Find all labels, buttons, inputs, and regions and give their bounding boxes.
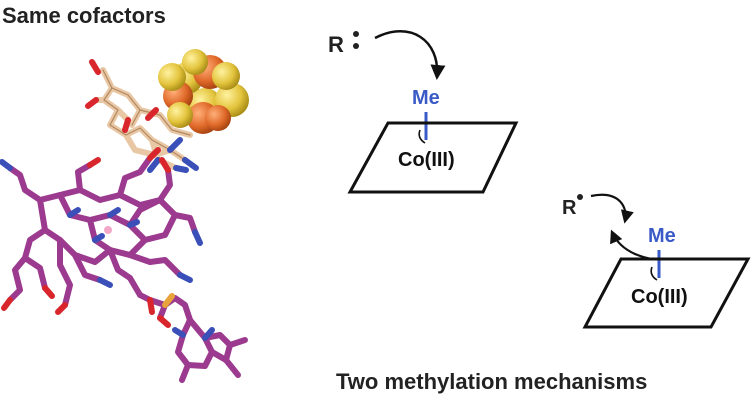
- cofactors-title: Same cofactors: [2, 3, 166, 28]
- radical-dot: [353, 31, 359, 37]
- corrin-plane: [347, 121, 519, 194]
- mechanism-one: R Me Co(III): [328, 30, 519, 194]
- mechanism-two-metal-label: Co(III): [631, 286, 688, 308]
- mechanism-one-radical-label: R: [328, 32, 344, 57]
- radical-dot: [353, 43, 359, 49]
- corrin-plane: [582, 257, 751, 329]
- mechanism-one-methyl-label: Me: [412, 87, 440, 109]
- attack-arrow: [374, 30, 446, 80]
- radical-half-arrow: [590, 193, 634, 224]
- electron-arrow: [650, 266, 658, 281]
- mechanism-one-metal-label: Co(III): [398, 149, 455, 171]
- electron-arrow: [418, 129, 426, 144]
- sam-molecule: [85, 59, 199, 173]
- mechanism-two-methyl-label: Me: [648, 225, 676, 247]
- cobalamin-molecule: [0, 147, 248, 383]
- bond-half-arrow: [610, 229, 652, 261]
- radical-dot: [577, 194, 583, 200]
- mechanisms-title: Two methylation mechanisms: [336, 369, 648, 394]
- iron-sulfur-cluster: [158, 49, 249, 134]
- mechanism-two: R Me Co(III): [562, 193, 751, 329]
- mechanism-two-radical-label: R: [562, 197, 577, 219]
